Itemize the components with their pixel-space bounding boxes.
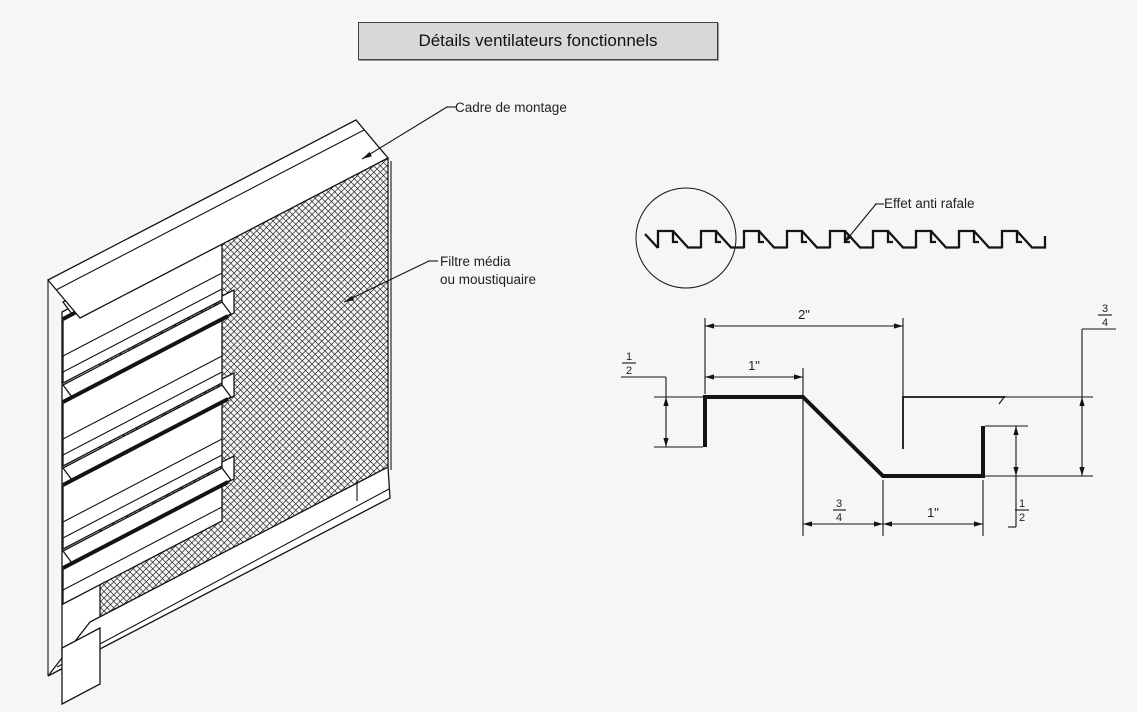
svg-text:1: 1 — [1019, 498, 1025, 510]
svg-text:4: 4 — [1102, 317, 1108, 329]
mounting-frame-leader — [361, 106, 456, 160]
filter-label-line2: ou moustiquaire — [440, 272, 536, 287]
dim-blade-total-height: 3 4 — [1079, 303, 1116, 476]
anti-gust-leader — [843, 203, 884, 244]
dim-overall-pitch: 2" — [705, 307, 903, 329]
dimensioned-profile-view: 2" 1" 1 2 — [621, 303, 1116, 536]
louver-blade — [62, 454, 235, 606]
svg-text:1": 1" — [927, 505, 939, 520]
svg-text:2": 2" — [798, 307, 810, 322]
extension-lines — [654, 318, 1093, 536]
louver-blade — [62, 371, 235, 551]
dim-right-lip-height: 1 2 — [1008, 426, 1029, 528]
adjacent-blade-profile — [902, 395, 1006, 449]
detail-circle — [635, 187, 737, 289]
filter-leader — [343, 260, 438, 303]
filter-label-line1: Filtre média — [440, 254, 511, 269]
drawing-title: Détails ventilateurs fonctionnels — [418, 31, 658, 50]
svg-text:1": 1" — [748, 358, 760, 373]
dim-diagonal-run: 3 4 — [803, 498, 883, 527]
svg-text:2: 2 — [1019, 512, 1025, 524]
dim-left-leg-height: 1 2 — [621, 351, 669, 447]
interlocked-blades-profile — [644, 229, 1047, 249]
title-box: Détails ventilateurs fonctionnels — [358, 22, 718, 60]
blade-profile — [703, 395, 985, 478]
svg-text:2: 2 — [626, 365, 632, 377]
isometric-louver-view: Cadre de montage Filtre média ou moustiq… — [46, 100, 567, 706]
svg-text:4: 4 — [836, 512, 842, 524]
anti-gust-section-view: Effet anti rafale — [635, 187, 1047, 289]
dim-bottom-leg: 1" — [883, 505, 983, 527]
dim-top-leg: 1" — [705, 358, 803, 380]
svg-text:3: 3 — [1102, 303, 1108, 315]
mounting-frame-flange — [46, 119, 390, 319]
mounting-frame-label: Cadre de montage — [455, 100, 567, 115]
louver-blade — [62, 288, 235, 468]
frame-bottom-left-tab — [61, 626, 101, 706]
svg-text:1: 1 — [626, 351, 632, 363]
anti-gust-label: Effet anti rafale — [884, 196, 975, 211]
svg-text:3: 3 — [836, 498, 842, 510]
